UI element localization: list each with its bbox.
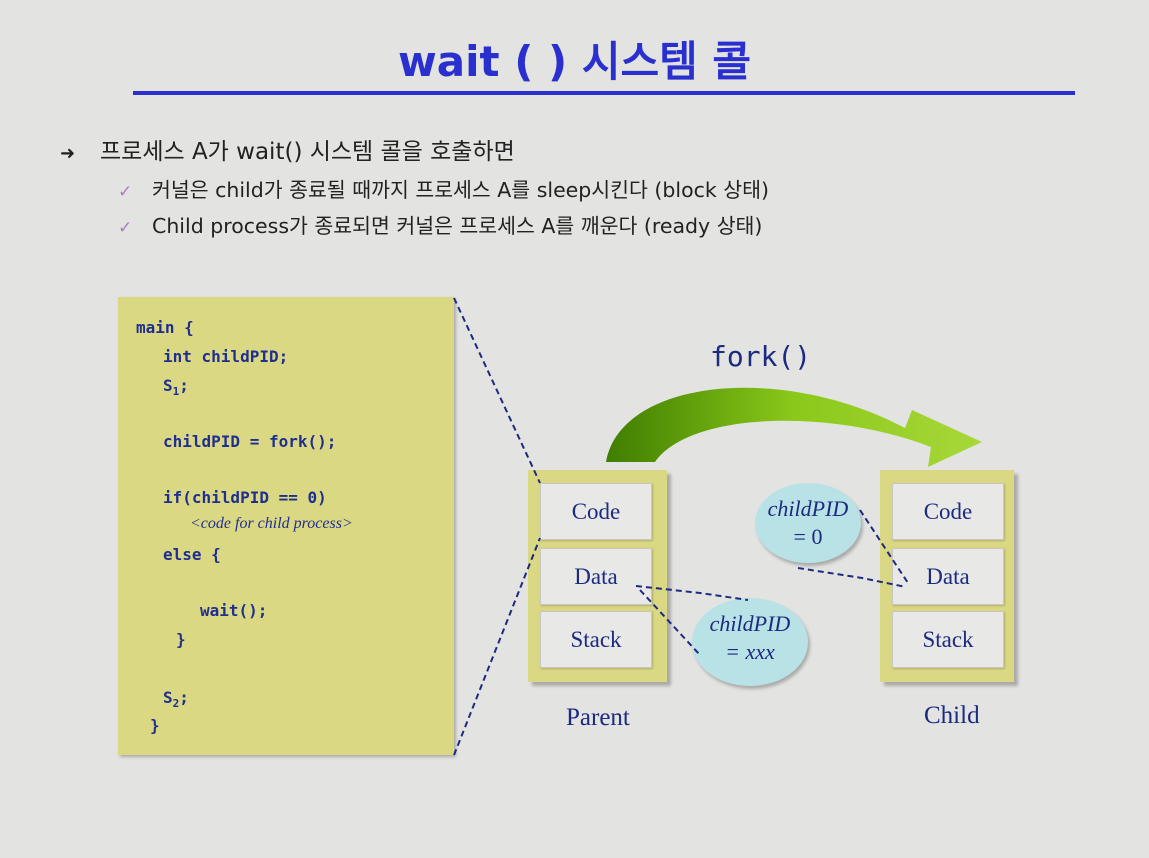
- child-label: Child: [924, 702, 980, 729]
- fork-arrow-icon: [606, 387, 982, 467]
- sub-bullet-2-text: Child process가 종료되면 커널은 프로세스 A를 깨운다 (rea…: [152, 214, 763, 238]
- parent-data-link: [635, 585, 749, 601]
- code-line-s2: S2;: [163, 688, 189, 711]
- child-data-link-lower: [797, 567, 907, 588]
- child-var-value: = 0: [793, 524, 823, 549]
- code-line-wait: wait();: [200, 601, 268, 620]
- child-pid-ellipse-child: childPID = 0: [755, 483, 861, 563]
- zoom-line-top: [453, 297, 541, 484]
- child-data-link-upper: [859, 509, 909, 584]
- parent-label: Parent: [566, 704, 630, 731]
- slide-title: wait ( ) 시스템 콜: [397, 37, 752, 86]
- child-data-segment: Data: [892, 548, 1004, 605]
- checkmark-icon: ✓: [118, 218, 133, 238]
- code-listing-box: [118, 297, 454, 755]
- checkmark-icon: ✓: [118, 182, 133, 202]
- child-code-segment: Code: [892, 483, 1004, 540]
- parent-code-segment: Code: [540, 483, 652, 540]
- code-line-main: main {: [136, 318, 194, 337]
- parent-var-value: = xxx: [725, 639, 775, 664]
- title-underline: [133, 91, 1075, 95]
- code-line-close-else: }: [176, 630, 186, 649]
- sub-bullet-1: ✓ 커널은 child가 종료될 때까지 프로세스 A를 sleep시킨다 (bl…: [118, 173, 769, 203]
- parent-var-name: childPID: [709, 611, 791, 636]
- child-var-name: childPID: [767, 496, 849, 521]
- code-line-close-main: }: [150, 716, 160, 735]
- sub-bullet-1-text: 커널은 child가 종료될 때까지 프로세스 A를 sleep시킨다 (blo…: [152, 178, 770, 202]
- code-line-s1: S1;: [163, 376, 189, 399]
- code-line-else: else {: [163, 545, 221, 564]
- parent-data-link-lower: [639, 589, 701, 656]
- code-line-fork: childPID = fork();: [163, 432, 337, 451]
- arrow-bullet-icon: ➜: [60, 143, 76, 164]
- code-line-child-comment: <code for child process>: [190, 515, 353, 532]
- code-line-if: if(childPID == 0): [163, 488, 327, 507]
- parent-stack-segment: Stack: [540, 611, 652, 668]
- fork-label: fork(): [710, 340, 812, 373]
- sub-bullet-2: ✓ Child process가 종료되면 커널은 프로세스 A를 깨운다 (re…: [118, 209, 762, 239]
- main-bullet: ➜ 프로세스 A가 wait() 시스템 콜을 호출하면: [60, 132, 515, 166]
- parent-data-segment: Data: [540, 548, 652, 605]
- code-line-decl: int childPID;: [163, 347, 289, 366]
- child-pid-ellipse-parent: childPID = xxx: [692, 598, 808, 686]
- zoom-line-bottom: [453, 537, 541, 756]
- main-bullet-text: 프로세스 A가 wait() 시스템 콜을 호출하면: [100, 139, 515, 165]
- child-stack-segment: Stack: [892, 611, 1004, 668]
